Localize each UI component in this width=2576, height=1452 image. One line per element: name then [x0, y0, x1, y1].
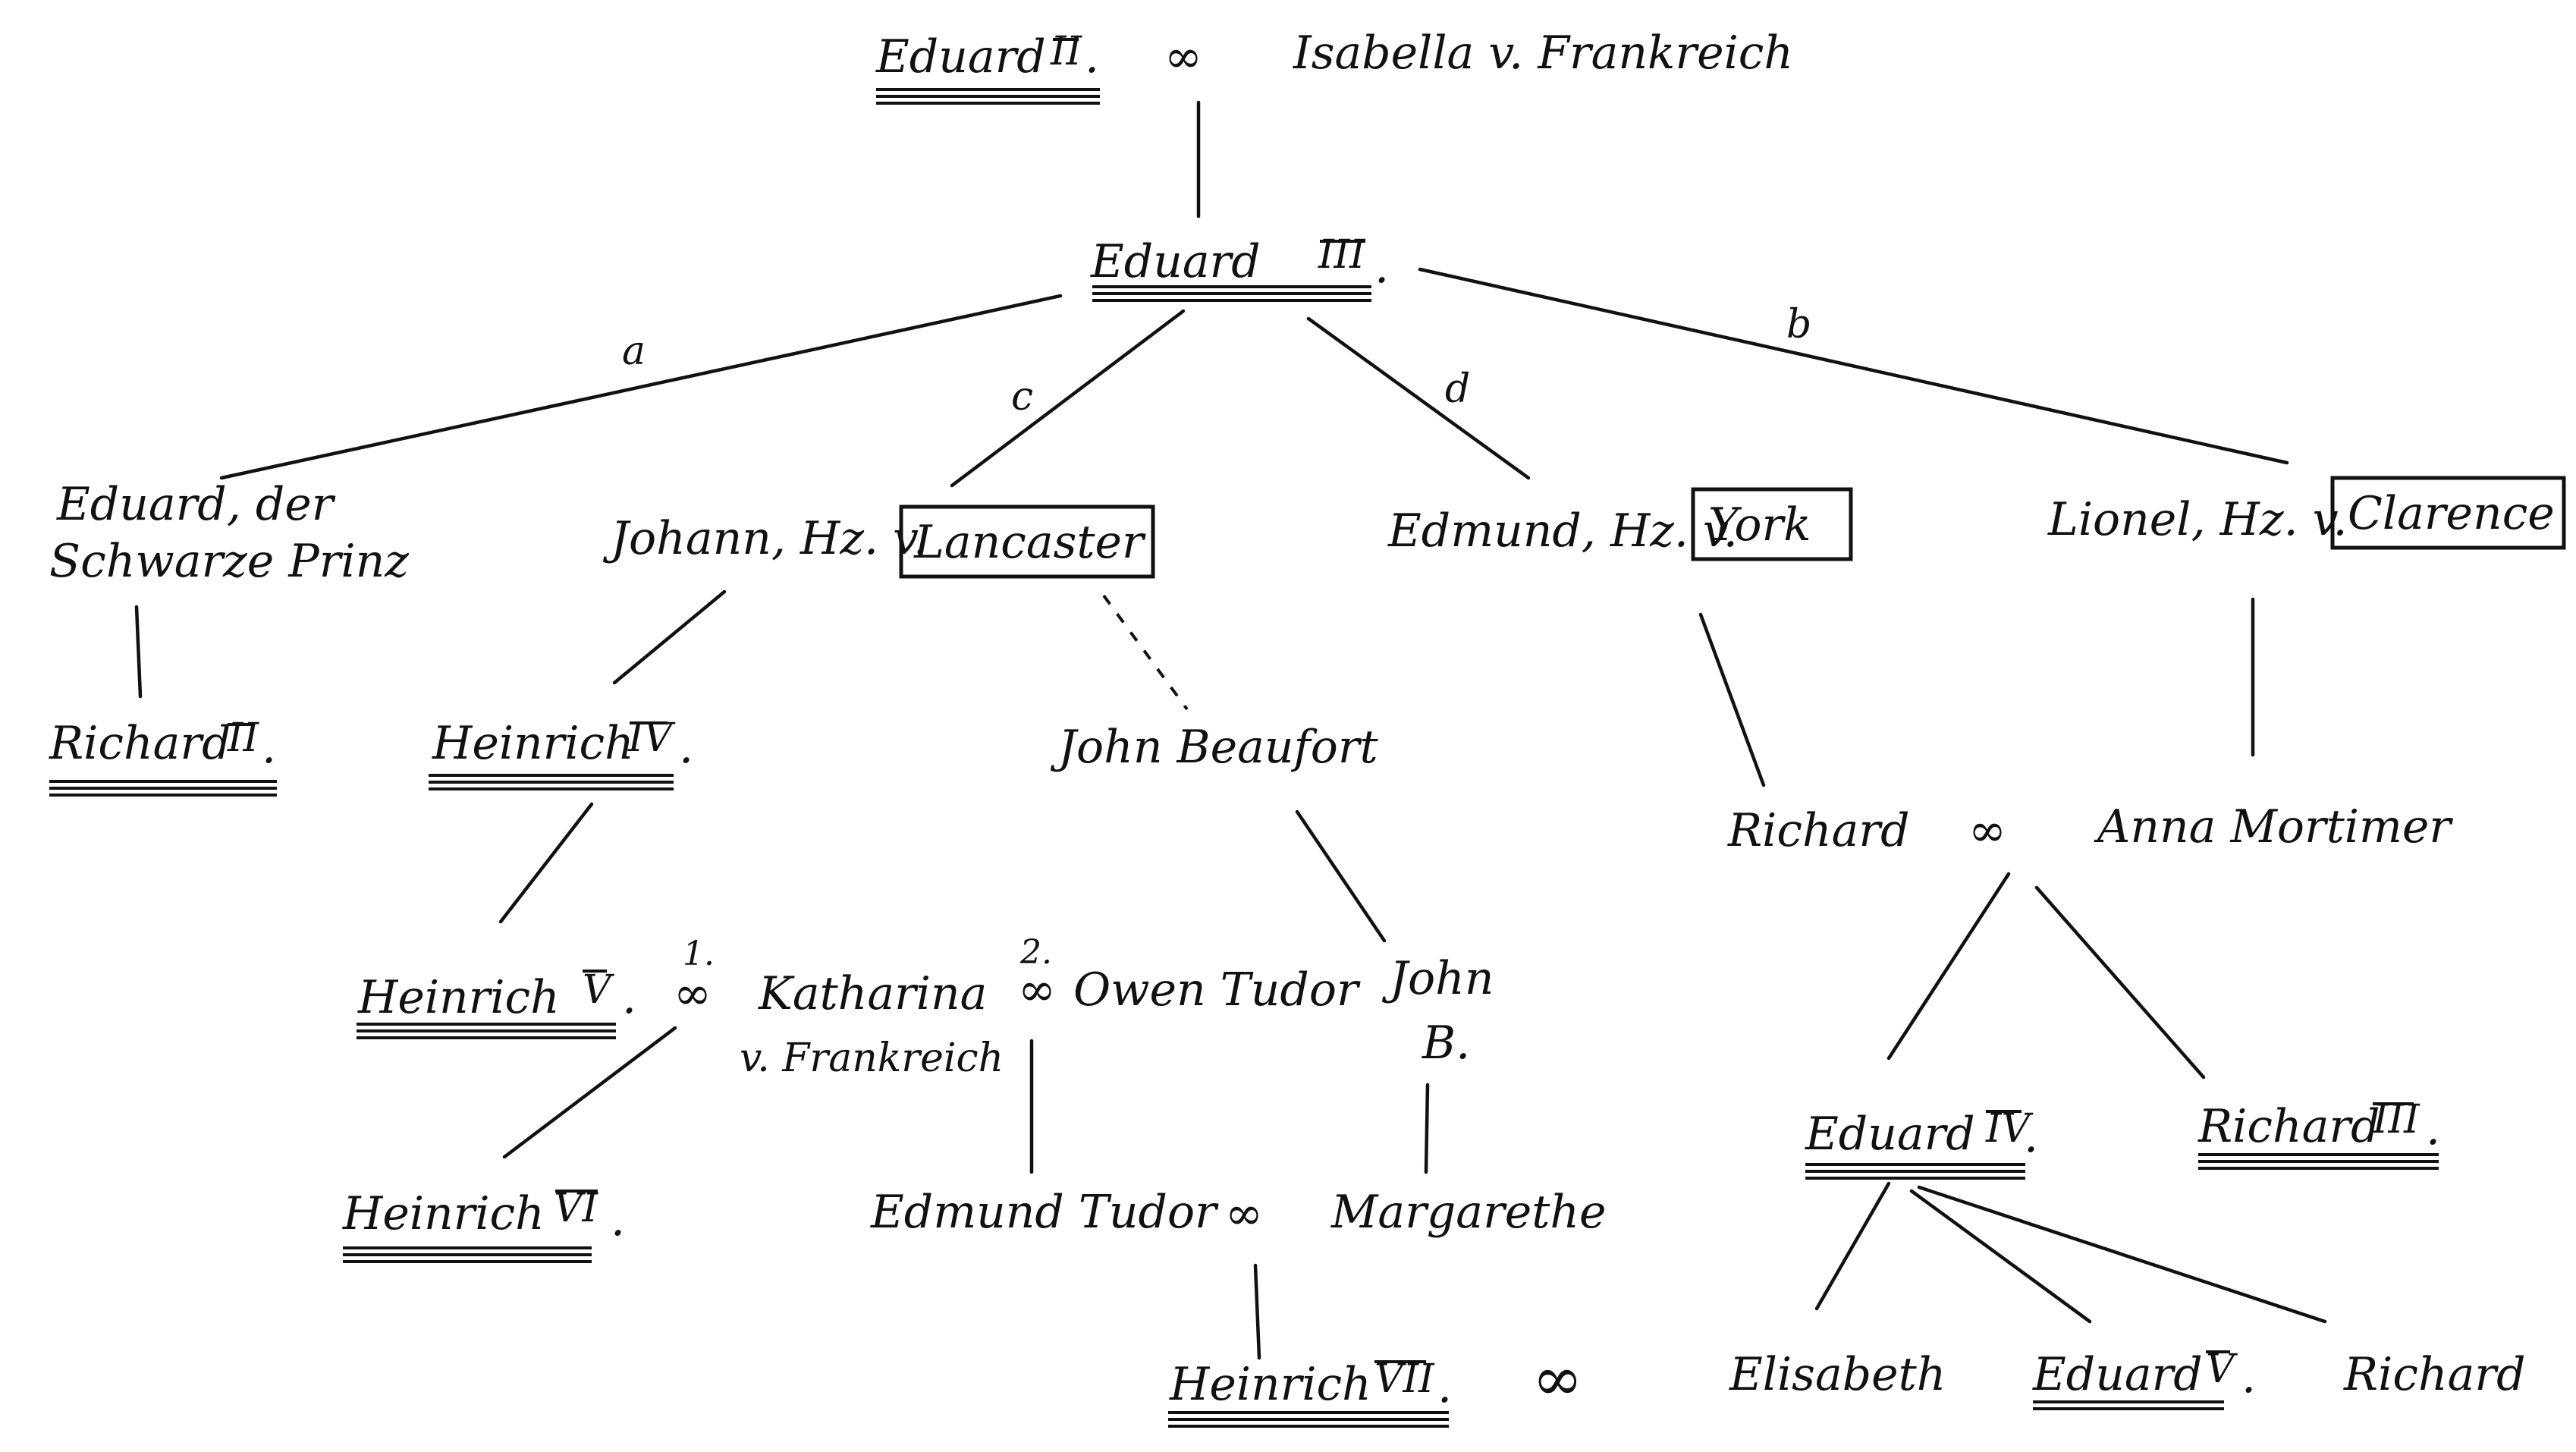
schwarzer-prinz-line2: Schwarze Prinz	[49, 535, 409, 588]
margarethe-name: Margarethe	[1330, 1186, 1607, 1239]
richard-iii-name: Richard	[2197, 1100, 2380, 1153]
branch-letter-a: a	[622, 328, 646, 374]
descent-line	[1424, 1083, 1430, 1174]
johann-prefix: Johann, Hz. v.	[602, 512, 928, 565]
descent-line	[1814, 1181, 1891, 1311]
eduard-v-dot: .	[2241, 1350, 2256, 1403]
elisabeth-name: Elisabeth	[1729, 1348, 1946, 1401]
heinrich-v-dot: .	[622, 971, 636, 1024]
heinrich-vii-numeral: VII	[1374, 1356, 1435, 1402]
descent-line	[1295, 809, 1387, 943]
heinrich-v-numeral: V	[583, 967, 614, 1013]
richard-ii-dot: .	[262, 721, 276, 774]
eduard-iii-name: Eduard	[1090, 235, 1261, 288]
richard-york-name: Richard	[1727, 804, 1909, 857]
heinrich-v-name: Heinrich	[357, 971, 560, 1024]
anna-mortimer-name: Anna Mortimer	[2094, 800, 2453, 853]
marriage-symbol: ∞	[1164, 30, 1202, 83]
descent-line	[498, 802, 594, 924]
branch-line-b	[1418, 267, 2289, 465]
eduard-iv-numeral: IV	[1985, 1106, 2034, 1152]
heinrich-vi-numeral: VI	[554, 1186, 599, 1231]
house-box-york	[1691, 487, 1853, 561]
marriage-order-second: 2.	[1019, 933, 1052, 972]
marriage-symbol: ∞	[1532, 1344, 1583, 1414]
marriage-symbol: ∞	[1225, 1187, 1263, 1240]
heinrich-vi-name: Heinrich	[342, 1187, 545, 1240]
branch-letter-b: b	[1786, 302, 1811, 347]
descent-line	[1917, 1185, 2327, 1324]
descent-line	[612, 589, 727, 685]
marriage-symbol: ∞	[1018, 963, 1056, 1017]
edmund-prefix: Edmund, Hz. v.	[1387, 504, 1738, 558]
lionel-prefix: Lionel, Hz. v.	[2047, 493, 2348, 546]
richard-iii-dot: .	[2426, 1102, 2440, 1155]
heinrich-iv-dot: .	[679, 721, 693, 774]
eduard-ii-dot: .	[1085, 30, 1099, 83]
heinrich-vii-dot: .	[1437, 1360, 1452, 1413]
branch-letter-d: d	[1445, 366, 1470, 412]
richard-son-name: Richard	[2343, 1348, 2525, 1401]
branch-letter-c: c	[1011, 374, 1033, 420]
eduard-iii-dot: .	[1374, 240, 1389, 294]
eduard-v-numeral: V	[2206, 1347, 2238, 1392]
eduard-ii-name: Eduard	[875, 30, 1046, 83]
john-b-line2: B.	[1422, 1017, 1470, 1070]
schwarzer-prinz-line1: Eduard, der	[56, 478, 336, 531]
eduard-v-name: Eduard	[2032, 1348, 2203, 1401]
isabella-name: Isabella v. Frankreich	[1293, 27, 1793, 80]
edmund-tudor-name: Edmund Tudor	[870, 1186, 1219, 1239]
descent-line	[1886, 872, 2011, 1061]
john-b-line1: John	[1381, 952, 1494, 1005]
branch-line-a	[219, 294, 1063, 480]
eduard-iv-dot: .	[2024, 1110, 2038, 1163]
descent-line	[1698, 612, 1766, 787]
richard-ii-name: Richard	[49, 717, 231, 770]
heinrich-iv-name: Heinrich	[432, 717, 634, 770]
house-clarence: Clarence	[2348, 487, 2555, 540]
descent-line	[502, 1026, 677, 1159]
descent-line	[1909, 1189, 2092, 1324]
eduard-iv-name: Eduard	[1805, 1108, 1975, 1161]
owen-tudor-name: Owen Tudor	[1073, 963, 1361, 1017]
heinrich-vii-name: Heinrich	[1169, 1358, 1371, 1411]
descent-line	[134, 605, 143, 699]
eduard-iii-numeral: III	[1318, 232, 1366, 278]
house-box-clarence	[2330, 476, 2566, 550]
richard-ii-numeral: II	[227, 715, 260, 761]
katharina-name: Katharina	[758, 967, 987, 1020]
illegitimate-descent-line	[1102, 594, 1189, 711]
house-lancaster: Lancaster	[913, 516, 1146, 569]
katharina-origin: v. Frankreich	[740, 1036, 1004, 1081]
branch-line-d	[1306, 316, 1531, 480]
descent-line	[1253, 1263, 1261, 1360]
marriage-symbol: ∞	[674, 967, 712, 1020]
john-beaufort-name: John Beaufort	[1050, 721, 1379, 774]
house-york: York	[1708, 498, 1811, 552]
eduard-ii-numeral: II	[1050, 29, 1083, 74]
marriage-order-first: 1.	[683, 935, 715, 973]
descent-line	[2034, 885, 2206, 1080]
branch-line-c	[950, 309, 1186, 488]
heinrich-vi-dot: .	[611, 1193, 625, 1246]
marriage-symbol: ∞	[1968, 804, 2006, 857]
house-box-lancaster	[899, 504, 1155, 579]
